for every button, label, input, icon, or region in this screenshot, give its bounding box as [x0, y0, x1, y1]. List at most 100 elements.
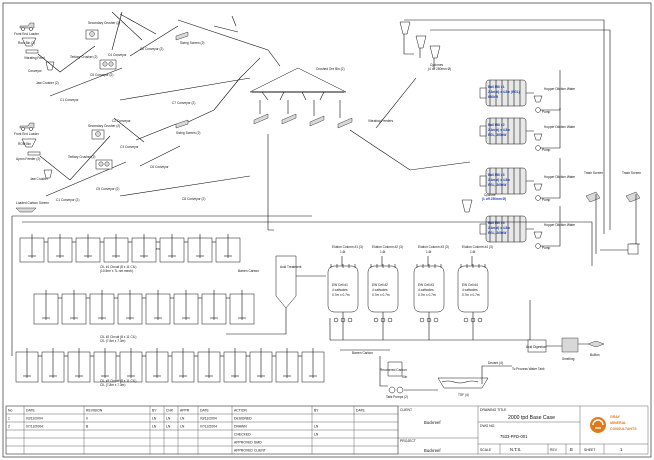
loaded-carbon-screen-label: Loaded Carbon Screen [16, 201, 49, 205]
secondary-crusher-2-label: Secondary Crusher (2) [88, 124, 120, 128]
ew-cell-4-name: EW Cell #4 [462, 283, 478, 287]
trash-screen-2-icon [625, 191, 641, 203]
trash-bin-icon [627, 243, 639, 255]
rev-table-cell-3-8: CHECKED [234, 433, 251, 437]
ball-mill-3-name: Ball Mill #3 [488, 173, 505, 177]
ew-cell-4-spec: 4 cathodes [462, 288, 478, 292]
ball-mill-4-spec2: EGL, 360kW [488, 231, 506, 235]
rev-table-cell-2-4: LN [152, 425, 157, 429]
c6-conveyor-2-label: C6 Conveyor [150, 165, 170, 169]
crushing-2-to-bin-line [187, 57, 261, 123]
rev-table-cell-1-5: LN [166, 417, 171, 421]
to-process-water-label: To Process Water Tank [512, 367, 545, 371]
project-value: Buckreef [424, 448, 441, 453]
cyclone-top-1-icon [399, 21, 411, 35]
recovered-carbon-icon [387, 361, 403, 377]
elution-column-3-name: Elution Column #3 (3) [418, 245, 449, 249]
c3-conveyor-2-label: C3 Conveyor [120, 145, 140, 149]
ew-cell-2-size: 0.7m x 0.7m [372, 293, 390, 297]
recovered-carbon-label: Recovered Carbon [380, 368, 407, 372]
rev-table-header-6: APPR [180, 409, 190, 413]
rom-bin-2-icon [21, 138, 37, 148]
trash-screen-1-label: Trash Screen [584, 171, 603, 175]
barren-carbon-label-2: Barren Carbon [238, 269, 259, 273]
rev-value: B [570, 447, 573, 452]
cil-circuit-1-tanks [19, 234, 241, 263]
scale-value: N.T.S. [510, 447, 521, 452]
trash-screen-2-label: Trash Screen [622, 171, 641, 175]
secondary-crusher-1-label: Secondary Crusher (2) [88, 21, 120, 25]
ew-cell-3-spec: 4 cathodes [418, 288, 434, 292]
crushing-circuit-1: Front End Loader Rom Bin (2) Vibrating F… [14, 11, 281, 105]
c4-conveyor-1-label: C4 Conveyor [108, 53, 128, 57]
rev-table-cell-2-1: 2 [8, 425, 10, 429]
c7-conveyor-1-line [119, 77, 251, 101]
crushing-circuit-2: Front End Loader ROM Bin Apron Feeder (2… [14, 57, 261, 202]
rev-table-cell-2-6: LN [180, 425, 185, 429]
elution-and-ew-cells: Elution Column #1 (3)1.6t Elution Column … [327, 245, 493, 340]
ore-bin-discharge-line [267, 134, 274, 231]
ew-cell-1-size: 0.7m x 0.7m [332, 293, 350, 297]
rom-bin-1-label: Rom Bin (2) [18, 41, 35, 45]
vibrating-feed-label: Vibrating Feed [24, 56, 45, 60]
rev-table-cell-2-2: 07/12/2004 [26, 425, 43, 429]
apron-feeder-label: Apron Feeder (2) [16, 157, 40, 161]
hopper-1-icon [533, 95, 543, 103]
c8-conveyor-2-line [119, 175, 251, 197]
ew-cell-2-spec: 4 cathodes [372, 288, 388, 292]
rev-table-header-2: DATE [26, 409, 36, 413]
vibrating-feeders-label: Vibrating Feeders [368, 119, 394, 123]
pump-2-icon [535, 145, 541, 151]
client-label: CLIENT [400, 408, 412, 412]
sizing-screen-1-icon [175, 31, 189, 41]
logo-line-3: CONSULTANTS [610, 427, 637, 431]
ball-mill-4-spec1: 2.4m(d) x 4.8m [488, 226, 510, 230]
tertiary-crusher-2-icon [95, 159, 113, 170]
tails-pump-1-icon [388, 386, 396, 394]
trash-screen-lines [595, 194, 640, 254]
elution-column-1-name: Elution Column #1 (3) [332, 245, 363, 249]
elution-column-1-size: 1.6t [340, 250, 345, 254]
trash-screen-1-icon [585, 191, 601, 203]
elution-column-4-name: Elution Column #4 (3) [462, 245, 493, 249]
c8-conveyor-2-label: C8 Conveyor (2) [182, 197, 205, 201]
cyclones-sub-label: (4 off 250mm Ø) [428, 67, 451, 71]
ew-cell-1-name: EW Cell #1 [332, 283, 348, 287]
cyclones-label: Cyclones [430, 63, 444, 67]
c7-conveyor-1-label: C7 Conveyor (2) [172, 101, 195, 105]
c6-conveyor-2-line [139, 145, 181, 167]
dwg-no-label: DWG NO. [480, 424, 495, 428]
front-end-loader-2-label: Front End Loader [14, 132, 40, 136]
cil-circuit-3-sub-label: CIL (7.8m x 7.3m) [100, 383, 125, 387]
conveyor-c1-2-line [45, 161, 127, 197]
sheet-label: SHEET [584, 448, 595, 452]
pump-2-label: Pump [542, 148, 551, 152]
logo-line-1: GRAY [610, 415, 621, 419]
elution-manifold-line [329, 300, 531, 341]
pump-4-label: Pump [542, 246, 551, 250]
pump-3-icon [535, 195, 541, 201]
ore-stockpile-icon [249, 67, 347, 93]
c2-conveyor-2-label: C2 Conveyor [112, 119, 132, 123]
ew-cell-4-size: 0.7m x 0.7m [462, 293, 480, 297]
conveyor-c1-line [37, 45, 96, 73]
bullion-label: Bullion [590, 353, 600, 357]
acid-treatment-label: Acid Treatment [280, 265, 302, 269]
jaw-crusher-1-label: Jaw Crusher (2) [36, 81, 59, 85]
tertiary-crusher-1-label: Tertiary Crusher (2) [70, 55, 97, 59]
jaw-crusher-2-label: Jaw Crusher [30, 177, 49, 181]
jaw-crusher-2-icon [43, 169, 53, 179]
scale-label: SCALE [480, 448, 492, 452]
cil-circuit-3-label: CIL #3 Circuit (8 x 11 CIL) [100, 379, 137, 383]
rev-table-cell-3-9: LN [314, 433, 319, 437]
vibrating-feeders-icons [253, 100, 353, 129]
pump-4-icon [535, 243, 541, 249]
pump-3-label: Pump [542, 198, 551, 202]
rev-table-cell-2-8: DRAWN [234, 425, 247, 429]
ball-mills-group: Ball Mill #12.4m(d) x 4.8m (EGL)630kWHop… [479, 70, 576, 250]
client-value: Buckreef [424, 420, 441, 425]
rev-table-header-3: REVISION [86, 409, 103, 413]
